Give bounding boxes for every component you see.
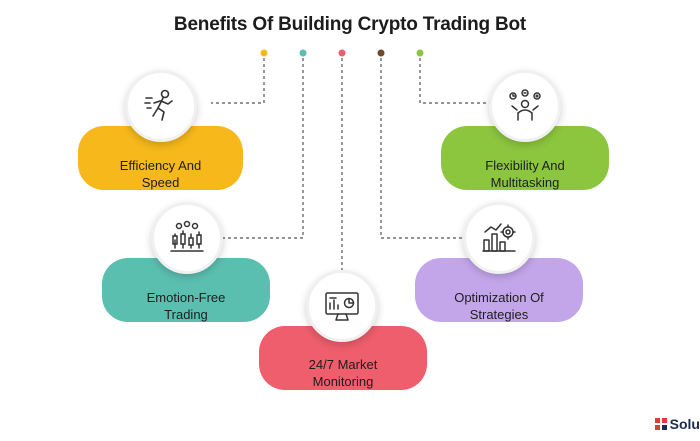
multitask-person-icon — [509, 89, 541, 121]
connector-flexibility — [419, 58, 490, 104]
connector-emotion — [220, 58, 304, 239]
connector-efficiency — [211, 58, 265, 104]
dot-efficiency — [260, 49, 268, 57]
dot-emotion — [299, 49, 307, 57]
multitask-person-icon-circle — [489, 70, 561, 142]
brand-logo: Solu — [654, 416, 700, 432]
runner-icon — [144, 89, 173, 121]
brand-text: Solu — [669, 416, 700, 432]
monitor-chart-icon — [325, 292, 359, 321]
dot-monitoring — [338, 49, 346, 57]
strategy-chart-icon — [482, 223, 516, 252]
brand-mark-icon — [654, 418, 667, 430]
page-title: Benefits Of Building Crypto Trading Bot — [173, 14, 527, 35]
trading-chart-icon — [170, 220, 204, 252]
dot-optimization — [377, 49, 385, 57]
dot-flexibility — [416, 49, 424, 57]
connector-optimization — [380, 58, 465, 239]
runner-icon-circle — [125, 70, 197, 142]
